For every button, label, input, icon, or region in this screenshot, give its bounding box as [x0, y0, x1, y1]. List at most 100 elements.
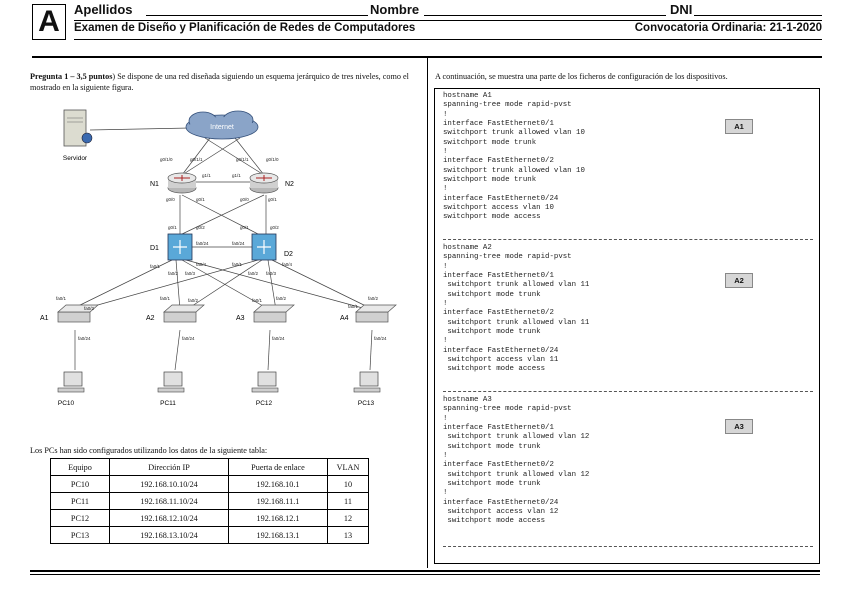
- footer-rule: [30, 570, 820, 572]
- table-cell: 192.168.10.1: [228, 475, 328, 493]
- router-n1-icon[interactable]: [167, 172, 197, 194]
- table-row: PC10 192.168.10.10/24 192.168.10.1 10: [50, 475, 369, 493]
- server-label: Servidor: [63, 155, 88, 162]
- config-tag-a2: A2: [725, 273, 753, 288]
- port-label: g0/1/1: [236, 157, 249, 162]
- exam-title-line: Examen de Diseño y Planificación de Rede…: [74, 22, 822, 39]
- port-label: g0/2: [270, 225, 279, 230]
- port-label: g0/1/0: [266, 157, 279, 162]
- port-label: g0/0: [240, 197, 249, 202]
- table-row: PC13 192.168.13.10/24 192.168.13.1 13: [50, 526, 369, 544]
- port-label: fa0/2: [368, 296, 379, 301]
- table-cell: 12: [327, 509, 369, 527]
- access-switch-a2-icon[interactable]: [163, 304, 205, 323]
- column-header: Equipo: [50, 458, 110, 476]
- dni-label: DNI: [670, 2, 693, 17]
- access-switch-a3-icon[interactable]: [253, 304, 295, 323]
- pc10-icon[interactable]: PC10: [57, 371, 85, 407]
- port-label: fa0/2: [276, 296, 287, 301]
- exam-letter-box: A: [32, 4, 66, 40]
- table-cell: PC11: [50, 492, 110, 510]
- port-label: fa0/4: [282, 262, 293, 267]
- table-cell: 10: [327, 475, 369, 493]
- header-rule-bottom: [74, 39, 822, 40]
- port-label: fa0/24: [182, 336, 195, 341]
- table-cell: PC10: [50, 475, 110, 493]
- table-cell: 192.168.12.1: [228, 509, 328, 527]
- server-icon[interactable]: Servidor: [63, 109, 93, 162]
- port-label: fa0/1: [252, 298, 263, 303]
- pc11-icon[interactable]: PC11: [157, 371, 185, 407]
- access-a2-label: A2: [146, 315, 155, 322]
- dni-field-line[interactable]: [694, 15, 822, 16]
- port-label: g0/1: [268, 197, 277, 202]
- port-label: fa0/1: [348, 304, 359, 309]
- port-label: fa0/3: [266, 271, 277, 276]
- port-label: fa0/24: [374, 336, 387, 341]
- port-label: fa0/2: [84, 306, 95, 311]
- port-label: fa0/2: [168, 271, 179, 276]
- network-diagram: Internet Servidor N1 N2 D1 D2: [40, 109, 397, 407]
- pc12-icon[interactable]: PC12: [251, 371, 279, 407]
- config-separator: [443, 391, 813, 392]
- port-label: fa0/4: [196, 262, 207, 267]
- apellidos-field-line[interactable]: [146, 15, 368, 16]
- column-header: Dirección IP: [109, 458, 229, 476]
- column-header: VLAN: [327, 458, 369, 476]
- student-info-line: Apellidos Nombre DNI: [74, 2, 822, 20]
- port-label: fa0/2: [248, 271, 259, 276]
- port-label: g0/2: [196, 225, 205, 230]
- exam-letter: A: [38, 5, 60, 38]
- pc-table: Equipo Dirección IP Puerta de enlace VLA…: [50, 458, 369, 544]
- table-cell: PC12: [50, 509, 110, 527]
- pc12-label: PC12: [256, 400, 273, 407]
- internet-label: Internet: [210, 124, 234, 131]
- config-block-a3: hostname A3 spanning-tree mode rapid-pvs…: [443, 396, 590, 526]
- port-label: g0/1: [196, 197, 205, 202]
- table-row: PC12 192.168.12.10/24 192.168.12.1 12: [50, 509, 369, 527]
- table-cell: 192.168.11.10/24: [109, 492, 229, 510]
- table-cell: PC13: [50, 526, 110, 544]
- port-label: fa0/24: [232, 241, 245, 246]
- apellidos-label: Apellidos: [74, 2, 133, 17]
- access-switch-a4-icon[interactable]: [355, 304, 397, 323]
- nombre-field-line[interactable]: [424, 15, 666, 16]
- port-label: g0/1/0: [160, 157, 173, 162]
- config-separator: [443, 239, 813, 240]
- table-cell: 192.168.13.1: [228, 526, 328, 544]
- nombre-label: Nombre: [370, 2, 420, 17]
- pc11-label: PC11: [160, 400, 176, 407]
- switch-d2-icon[interactable]: [251, 233, 277, 261]
- question-text: Pregunta 1 – 3,5 puntos) Se dispone de u…: [30, 72, 420, 93]
- router-n1-label: N1: [150, 181, 159, 188]
- pc-table-caption: Los PCs han sido configurados utilizando…: [30, 446, 268, 455]
- table-cell: 11: [327, 492, 369, 510]
- table-cell: 13: [327, 526, 369, 544]
- table-row: PC11 192.168.11.10/24 192.168.11.1 11: [50, 492, 369, 510]
- port-label: g0/1: [240, 225, 249, 230]
- convocatoria: Convocatoria Ordinaria: 21-1-2020: [634, 22, 822, 34]
- port-label: fa0/2: [188, 298, 199, 303]
- switch-d2-label: D2: [284, 251, 293, 258]
- access-switch-a1-icon[interactable]: [57, 304, 99, 323]
- config-block-a2: hostname A2 spanning-tree mode rapid-pvs…: [443, 244, 590, 374]
- config-tag-a1: A1: [725, 119, 753, 134]
- access-a4-label: A4: [340, 315, 349, 322]
- exam-title: Examen de Diseño y Planificación de Rede…: [74, 22, 416, 34]
- port-label: g1/1: [232, 173, 241, 178]
- port-label: g0/1/1: [190, 157, 203, 162]
- table-cell: 192.168.10.10/24: [109, 475, 229, 493]
- config-panel: hostname A1 spanning-tree mode rapid-pvs…: [434, 88, 820, 564]
- port-label: fa0/1: [232, 262, 243, 267]
- column-divider: [427, 56, 428, 568]
- switch-d1-icon[interactable]: [167, 233, 193, 261]
- port-label: fa0/24: [196, 241, 209, 246]
- pc13-icon[interactable]: PC13: [353, 371, 381, 407]
- table-header-row: Equipo Dirección IP Puerta de enlace VLA…: [50, 458, 369, 476]
- column-header: Puerta de enlace: [228, 458, 328, 476]
- table-cell: 192.168.12.10/24: [109, 509, 229, 527]
- config-block-a1: hostname A1 spanning-tree mode rapid-pvs…: [443, 92, 585, 222]
- port-label: fa0/1: [160, 296, 171, 301]
- header-rule-top: [74, 20, 822, 21]
- router-n2-icon[interactable]: [249, 172, 279, 194]
